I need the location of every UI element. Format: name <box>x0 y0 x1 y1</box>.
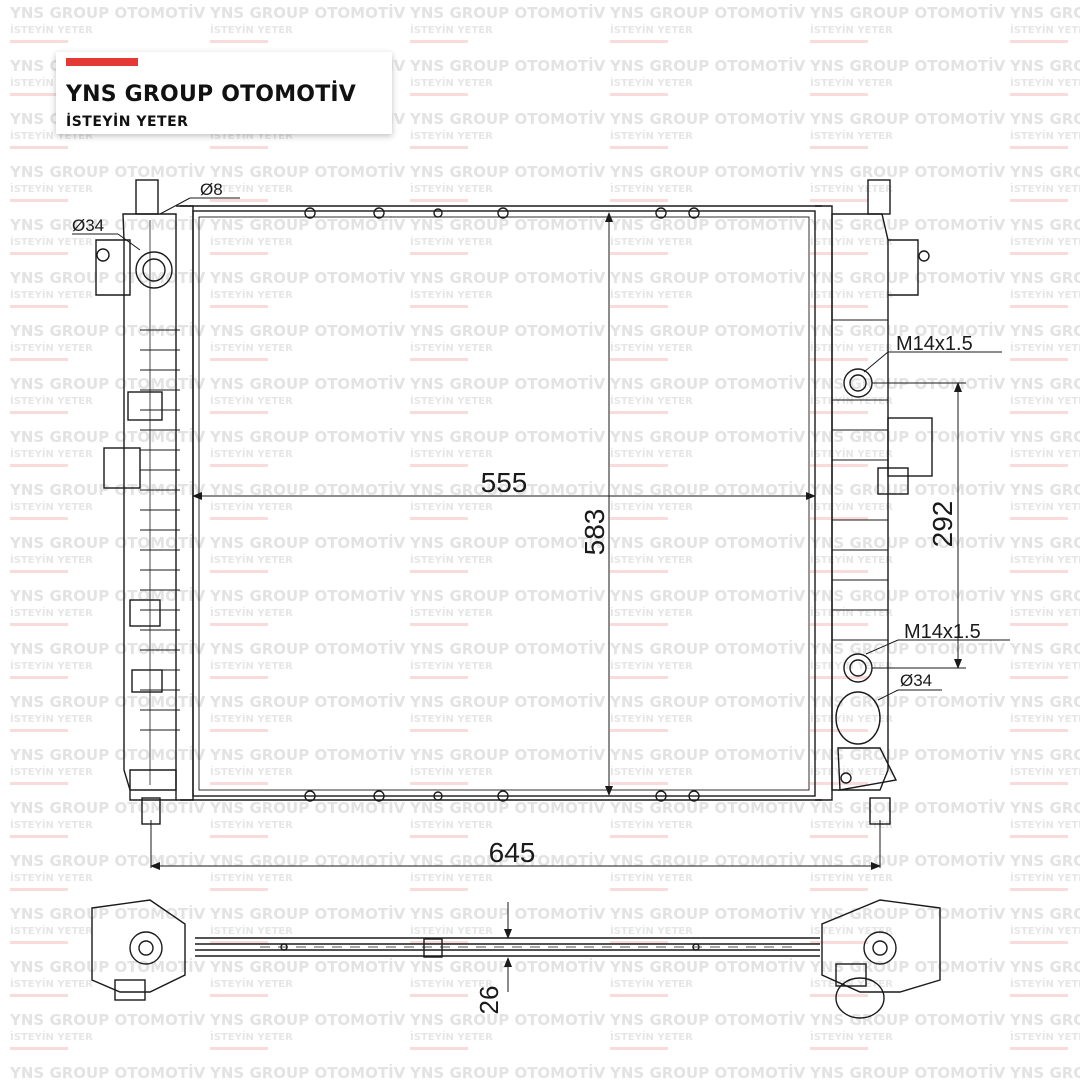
left-inlet-neck <box>135 251 173 289</box>
brand-accent-bar <box>66 58 138 66</box>
thread-lower-label: M14x1.5 <box>904 621 981 643</box>
lower-threaded-port <box>843 653 873 683</box>
brand-badge: YNS GROUP OTOMOTİV İSTEYİN YETER <box>56 52 392 134</box>
top-rail-holes <box>304 207 700 802</box>
radiator-core <box>192 210 816 797</box>
right-tank <box>815 179 933 825</box>
dim-thickness: 26 <box>474 986 504 1015</box>
diameter-right-label: Ø34 <box>900 671 932 690</box>
dim-overall-width: 645 <box>489 837 536 868</box>
dim-core-width: 555 <box>481 467 528 498</box>
section-view <box>91 899 941 1019</box>
brand-tagline: İSTEYİN YETER <box>66 114 189 130</box>
dim-core-height: 583 <box>579 509 610 556</box>
brand-name: YNS GROUP OTOMOTİV <box>66 82 357 107</box>
diameter-vent-label: Ø8 <box>200 180 223 199</box>
right-outlet-pipe <box>835 691 881 745</box>
diameter-left-label: Ø34 <box>72 216 104 235</box>
thread-upper-label: M14x1.5 <box>896 333 973 355</box>
left-tank <box>95 179 194 825</box>
dim-port-spacing: 292 <box>927 501 958 548</box>
upper-threaded-port <box>843 368 873 398</box>
